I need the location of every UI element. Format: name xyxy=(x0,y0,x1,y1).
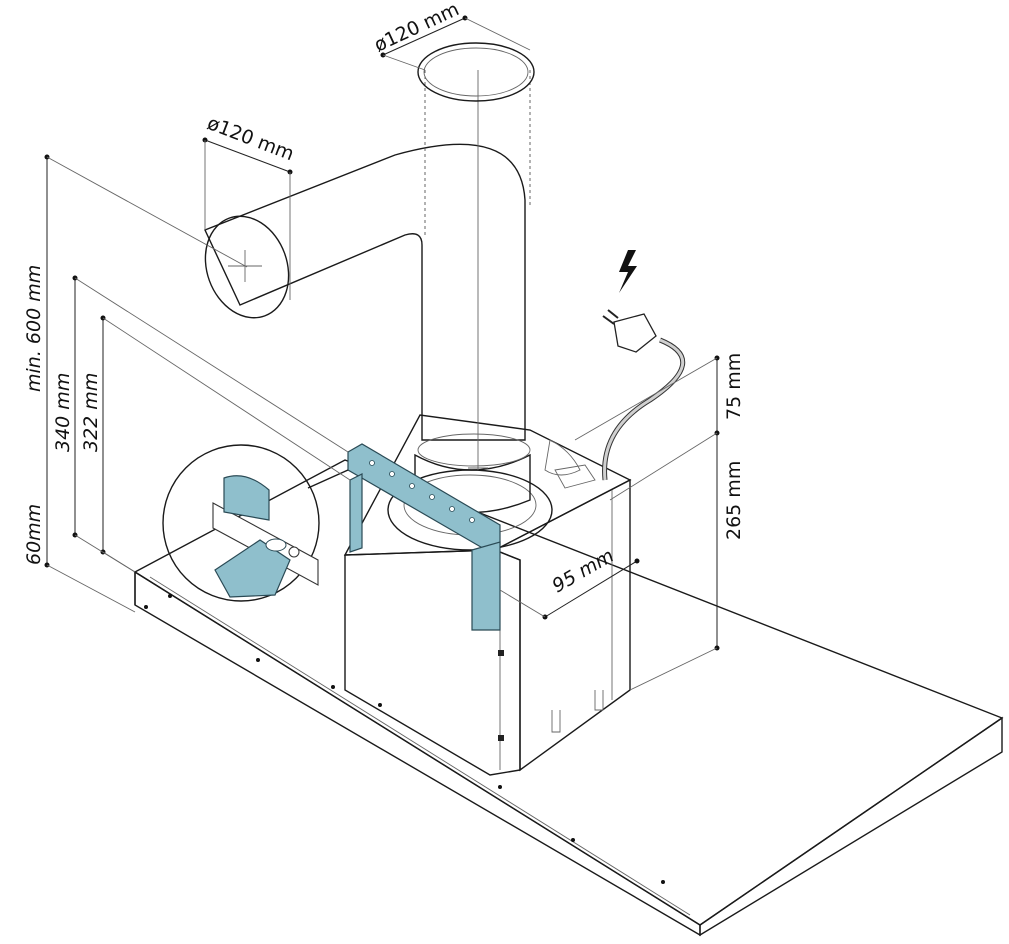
min-height-label: min. 600 mm xyxy=(23,265,45,392)
power-cable xyxy=(602,337,686,481)
box-depth-offset-label: 95 mm xyxy=(549,545,618,598)
mounting-bracket xyxy=(347,443,501,631)
dimension-lines xyxy=(44,15,720,691)
box-height-label: 265 mm xyxy=(723,461,745,540)
dimension-labels: ø120 mm ø120 mm min. 600 mm 340 mm 322 m… xyxy=(23,0,745,597)
motor-box xyxy=(343,414,632,776)
bracket-height-b-label: 322 mm xyxy=(80,373,102,452)
bracket-height-a-label: 340 mm xyxy=(52,373,74,452)
exhaust-duct xyxy=(204,42,535,514)
base-thickness-label: 60mm xyxy=(23,504,45,565)
duct-top-diameter-label: ø120 mm xyxy=(371,0,463,57)
bracket-detail-zoom xyxy=(162,444,349,602)
cable-offset-label: 75 mm xyxy=(723,353,745,420)
lightning-bolt-icon xyxy=(619,250,637,293)
power-plug-icon xyxy=(602,309,657,353)
canopy-plate xyxy=(133,459,1004,937)
